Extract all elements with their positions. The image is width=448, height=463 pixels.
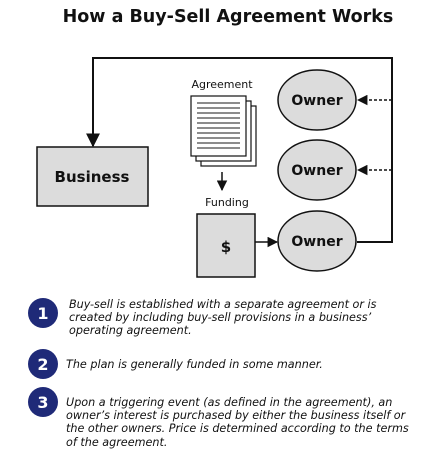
- owner-label-3: Owner: [291, 234, 342, 250]
- step-2-text: The plan is generally funded in some man…: [66, 358, 323, 371]
- step-3-text: Upon a triggering event (as defined in t…: [66, 396, 409, 449]
- dollar-sign: $: [221, 238, 231, 256]
- owner-label-1: Owner: [291, 93, 342, 109]
- agreement-label: Agreement: [191, 78, 253, 91]
- owner-ellipse-2: [277, 139, 357, 201]
- transfer-loop-line: [86, 57, 393, 243]
- owner-ellipse-3: [277, 210, 357, 272]
- page-title: How a Buy-Sell Agreement Works: [63, 7, 394, 27]
- buy-sell-diagram: How a Buy-Sell Agreement Works Business …: [36, 7, 394, 278]
- funding-box: [196, 213, 256, 278]
- funding-label: Funding: [205, 196, 249, 209]
- business-box: [36, 146, 149, 207]
- owner-label-2: Owner: [291, 163, 342, 179]
- step-3-badge: 3: [28, 387, 58, 417]
- step-1-text: Buy-sell is established with a separate …: [69, 298, 377, 338]
- agreement-document-icon: [190, 95, 257, 167]
- owner-ellipse-1: [277, 69, 357, 131]
- step-2-badge: 2: [28, 349, 58, 379]
- step-1-badge: 1: [28, 298, 58, 328]
- business-label: Business: [55, 168, 130, 186]
